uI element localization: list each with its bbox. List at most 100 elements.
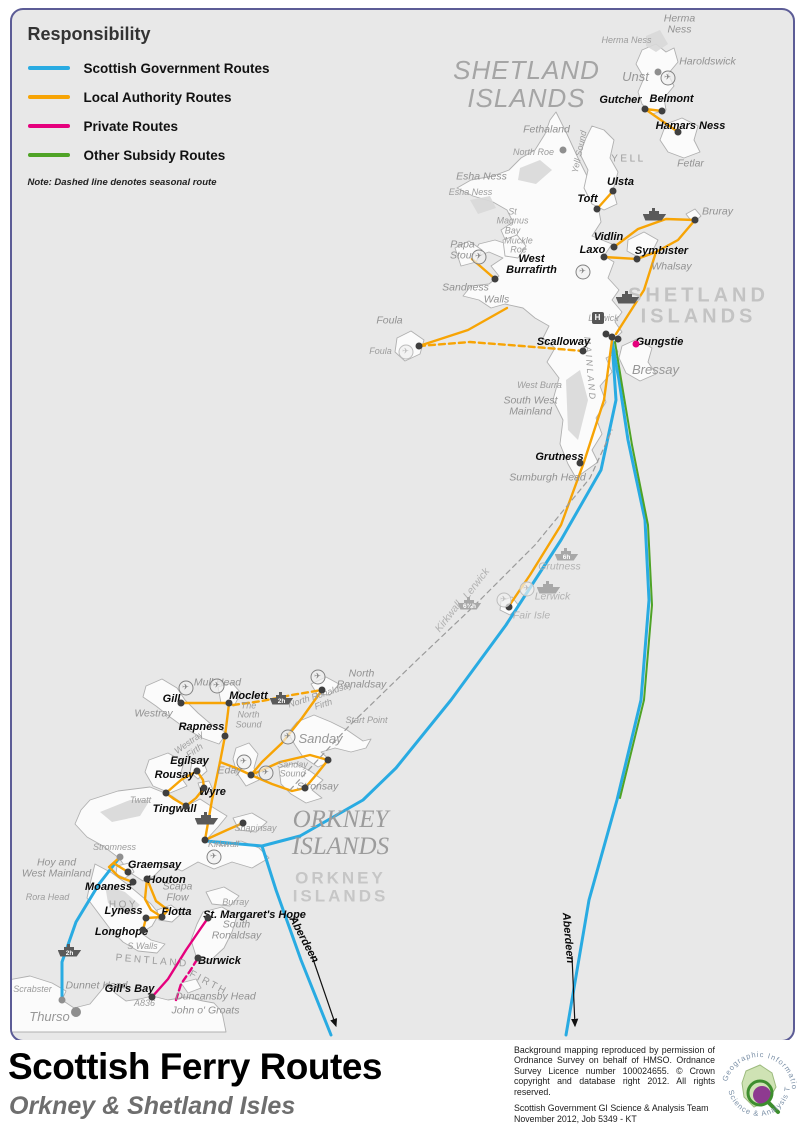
- ferry-duration-label: 6h: [562, 553, 571, 561]
- map-label: Lyness: [104, 904, 143, 917]
- legend-item-label: Private Routes: [83, 118, 179, 134]
- route-color-swatch: [27, 153, 70, 157]
- route-color-swatch: [27, 66, 70, 70]
- map-label: Belmont: [649, 92, 694, 105]
- map-label: Yell Sound: [569, 129, 589, 174]
- map-label: Tingwall: [152, 802, 197, 815]
- map-label: A836: [133, 997, 156, 1008]
- logo-magnifier-icon: [746, 1079, 774, 1107]
- terrain-shade-hoy: [104, 884, 140, 915]
- map-label: M A I N L A N D: [581, 335, 598, 399]
- ferry-icon: 6¾h: [457, 596, 482, 610]
- port-dot: [116, 853, 123, 860]
- map-label: Kirkwall: [207, 838, 240, 849]
- airport-icon: ✈: [310, 669, 325, 684]
- map-label: Moclett: [229, 689, 268, 702]
- map-label: Hamars Ness: [655, 119, 726, 132]
- port-dot: [609, 187, 616, 194]
- port-dot: [193, 767, 200, 774]
- ferry-route-loc: [643, 107, 679, 133]
- copyright-text: Background mapping reproduced by permiss…: [514, 1045, 715, 1097]
- map-label: FIRTH: [186, 968, 229, 998]
- landmass-unst: [635, 43, 678, 114]
- ferry-icon: 6h: [554, 547, 579, 561]
- port-dot: [194, 954, 201, 961]
- terrain-shade-south-mainland: [565, 369, 588, 440]
- map-label: S Walls: [127, 940, 158, 951]
- port-dot: [148, 993, 155, 1000]
- airport-icon: ✈: [496, 592, 511, 607]
- landmass-south-ronaldsay: [190, 906, 237, 960]
- port-dot: [204, 914, 211, 921]
- airport-icon: ✈: [178, 680, 193, 695]
- map-label: Toft: [577, 192, 598, 205]
- airport-icon: ✈: [398, 344, 413, 359]
- ferry-route-loc: [107, 855, 134, 883]
- ferry-route-loc: [507, 338, 613, 607]
- map-label: Grutness: [538, 559, 581, 572]
- ferry-icon: [194, 811, 219, 825]
- map-label: Esha Ness: [456, 169, 507, 182]
- map-label: Foula: [369, 345, 392, 356]
- port-dot: [608, 333, 615, 340]
- logo-purple-dot: [753, 1086, 771, 1104]
- map-label: Stromness: [92, 841, 137, 852]
- airport-icon: ✈: [471, 249, 486, 264]
- port-dot: [201, 836, 208, 843]
- ferry-route-loc: [143, 877, 163, 918]
- map-label: Graemsay: [127, 858, 182, 871]
- map-label: Burray: [222, 896, 249, 907]
- ferry-route-loc-seasonal: [417, 340, 584, 352]
- map-label: Westray: [134, 706, 173, 719]
- ferry-route-loc: [249, 688, 323, 776]
- map-label: John o' Groats: [171, 1003, 240, 1016]
- airport-icon: ✈: [519, 581, 534, 596]
- legend-note: Note: Dashed line denotes seasonal route: [27, 176, 217, 188]
- ferry-route-loc: [612, 217, 696, 248]
- map-label: Fetlar: [677, 156, 704, 169]
- legend-item: Local Authority Routes: [27, 89, 348, 105]
- ferry-route-loc: [203, 821, 244, 841]
- map-label: Flotta: [161, 905, 192, 918]
- ferry-route-oth: [613, 340, 653, 799]
- ferry-icon: [615, 290, 640, 304]
- ferry-route-gov: [204, 339, 617, 847]
- map-label: Bruray: [702, 204, 733, 217]
- map-label: Unst: [622, 68, 649, 84]
- port-dot: [225, 699, 232, 706]
- map-label: Houton: [147, 873, 186, 886]
- legend-title: Responsibility: [27, 23, 151, 44]
- port-dot: [491, 275, 498, 282]
- port-dot: [200, 784, 207, 791]
- terrain-shade-esha: [469, 195, 496, 214]
- map-label: Sandness: [442, 280, 489, 293]
- map-label: PENTLAND: [114, 951, 189, 970]
- landmass-fetlar: [659, 117, 700, 158]
- legend-item-label: Other Subsidy Routes: [83, 147, 226, 163]
- terrain-shade-west-mainland: [99, 799, 150, 822]
- legend-item-label: Local Authority Routes: [83, 89, 232, 105]
- port-dot: [177, 699, 184, 706]
- port-dot: [674, 128, 681, 135]
- port-dot: [221, 732, 228, 739]
- ferry-route-loc: [164, 769, 198, 794]
- map-label: Thurso: [29, 1008, 70, 1024]
- ferry-route-loc: [602, 255, 638, 260]
- map-label: Sanday: [298, 730, 343, 746]
- ferry-route-loc: [635, 218, 696, 260]
- port-dot: [579, 347, 586, 354]
- ferry-route-loc: [145, 877, 169, 918]
- port-dot: [324, 756, 331, 763]
- ferry-icon: 2h: [57, 943, 82, 957]
